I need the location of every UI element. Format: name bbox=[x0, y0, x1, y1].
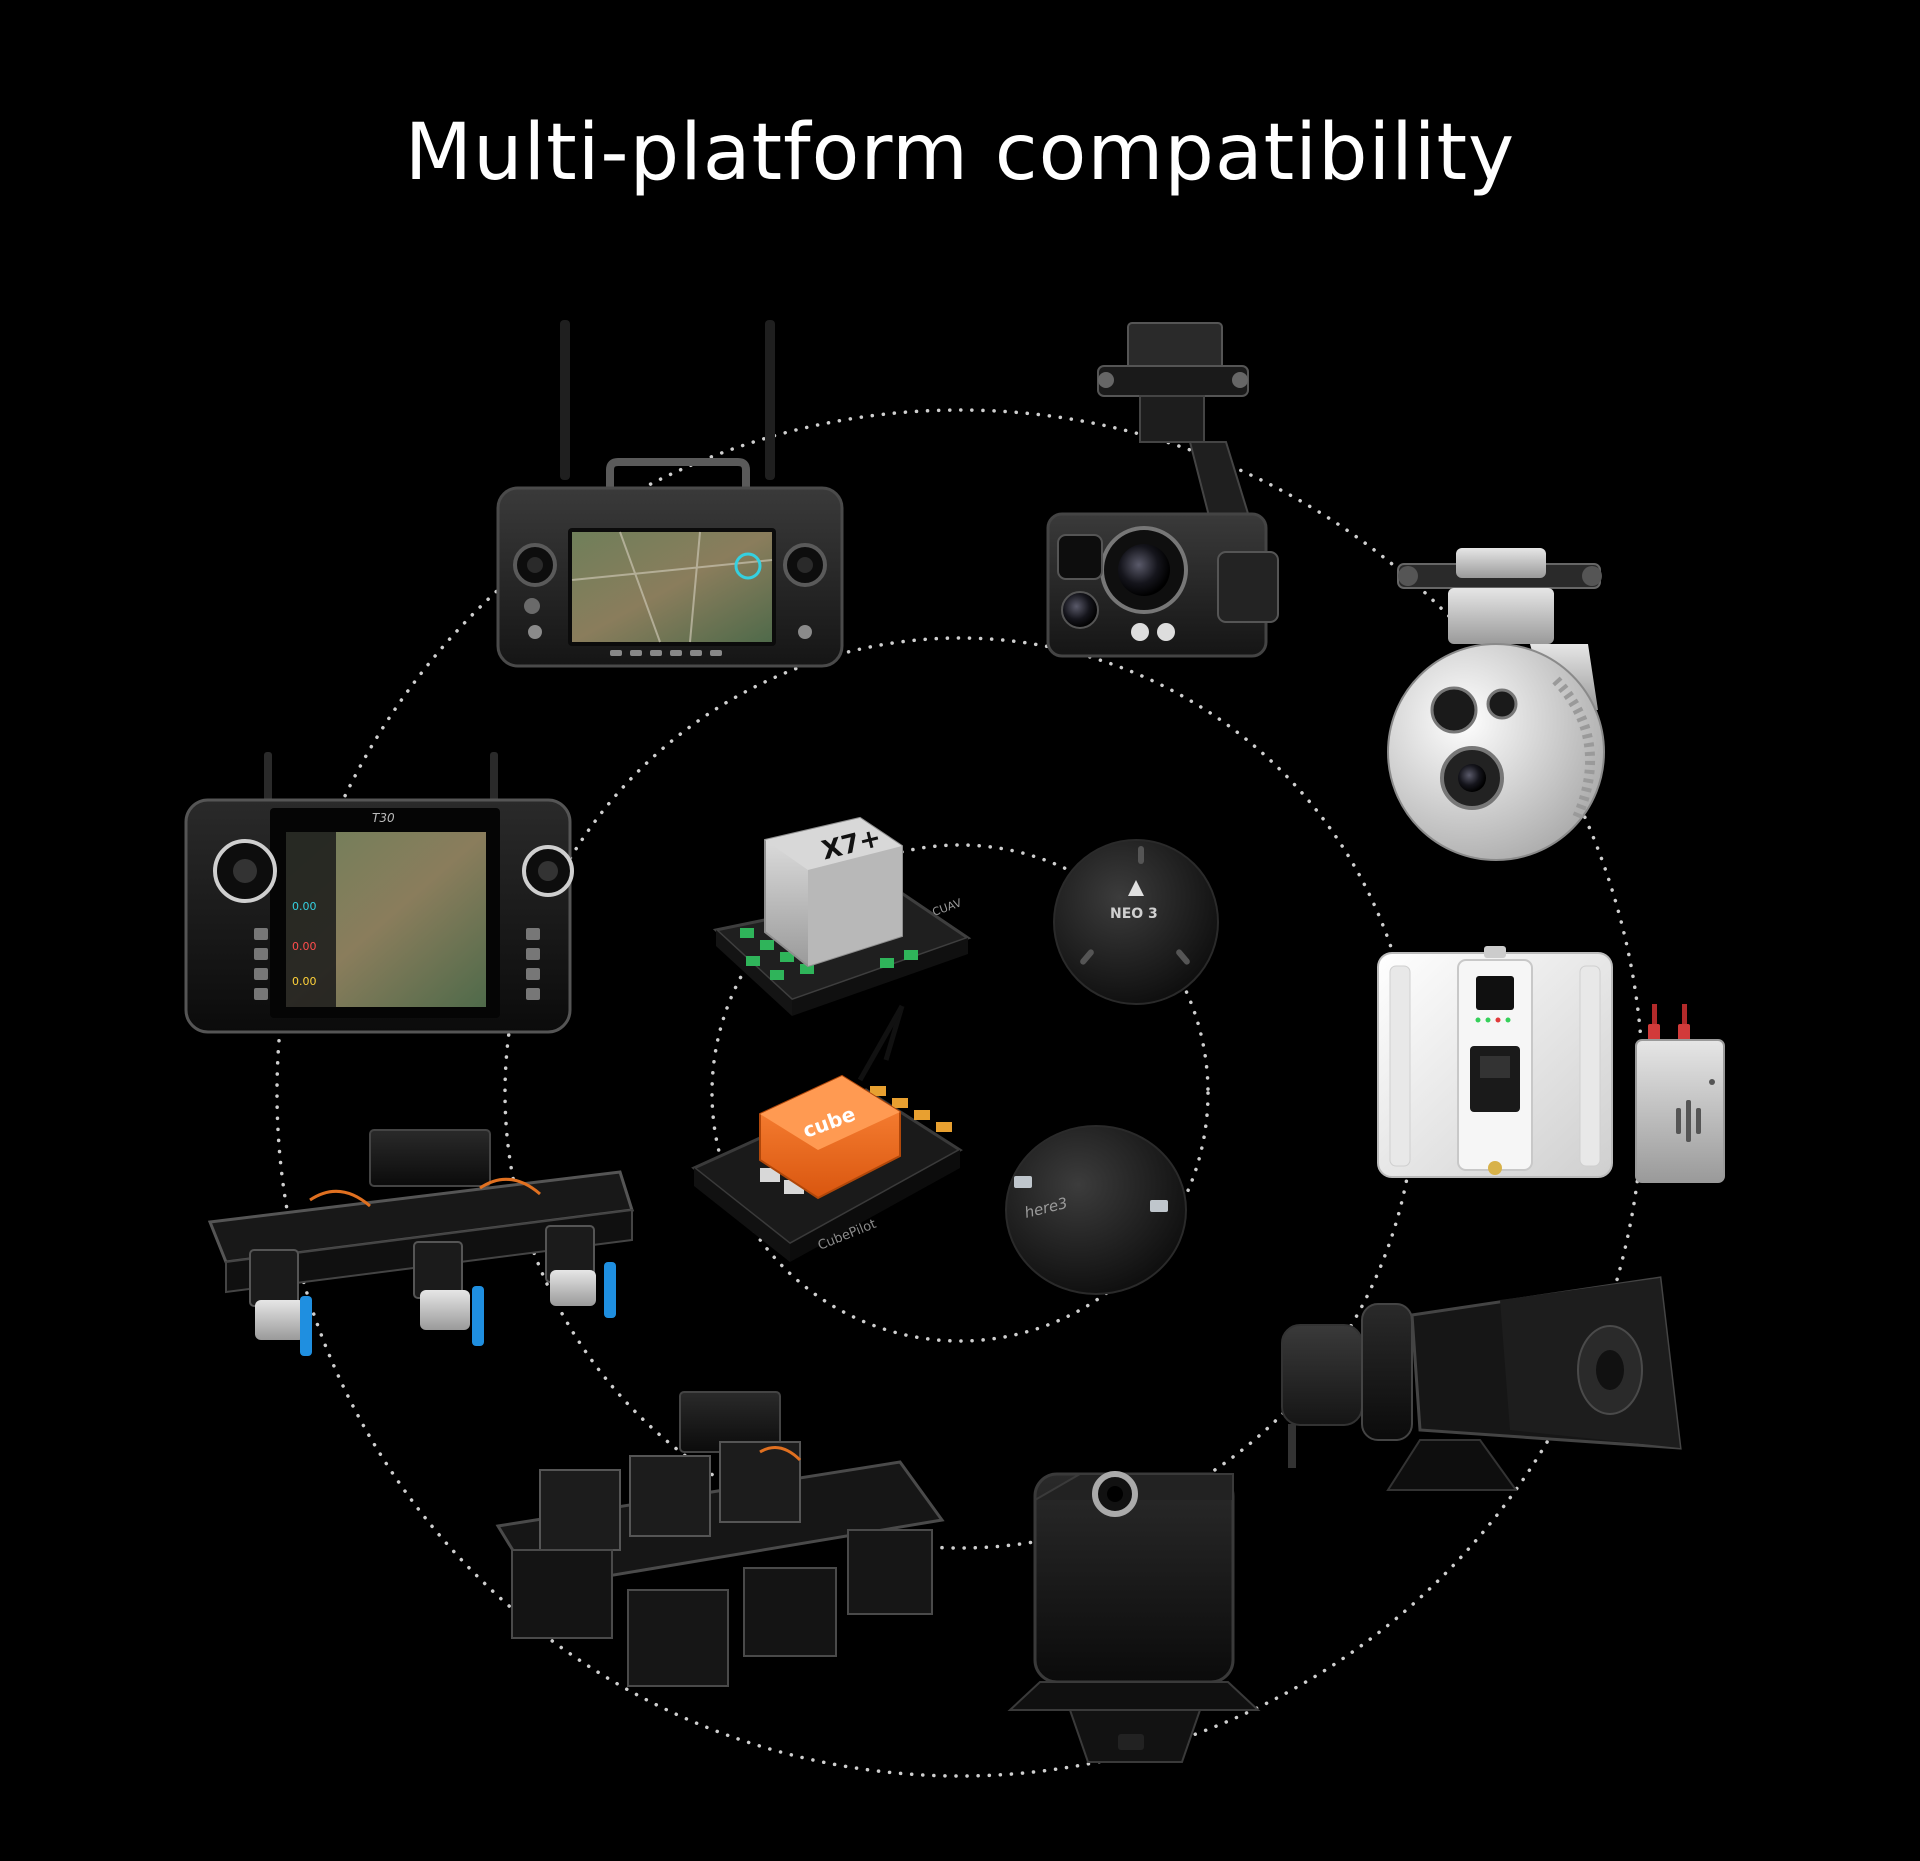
searchlight bbox=[1007, 1471, 1261, 1763]
gimbal-camera-icon bbox=[1046, 322, 1279, 658]
svg-text:0.00: 0.00 bbox=[292, 975, 317, 988]
svg-text:0.00: 0.00 bbox=[292, 900, 317, 913]
cuav-brand-label: CUAV bbox=[931, 896, 964, 919]
gps-module-icon: NEO 3 bbox=[1053, 839, 1219, 1005]
gimbal-camera-icon bbox=[1387, 548, 1605, 861]
x7-flight-controller: X7+ CUAV bbox=[712, 816, 972, 1016]
here3-gps: here3 bbox=[1005, 1125, 1187, 1295]
svg-text:0.00: 0.00 bbox=[292, 940, 317, 953]
searchlight-icon bbox=[1007, 1471, 1261, 1763]
video-transmitter bbox=[1377, 946, 1613, 1178]
gps-module-icon: here3 bbox=[1005, 1125, 1187, 1295]
t30-remote: 0.00 0.00 0.00 T30 bbox=[184, 752, 574, 1034]
loudspeaker bbox=[1281, 1276, 1682, 1491]
loudspeaker-icon bbox=[1281, 1276, 1682, 1491]
pod-gimbal-camera bbox=[1387, 548, 1605, 861]
neo3-gps: NEO 3 bbox=[1053, 839, 1219, 1005]
zoom-gimbal-camera bbox=[1046, 322, 1279, 658]
remote-controller-icon: 0.00 0.00 0.00 T30 bbox=[184, 752, 574, 1034]
flight-controller-icon: cube CubePilot bbox=[691, 1004, 963, 1262]
middle-ring bbox=[503, 636, 1417, 1550]
flight-controller-icon: X7+ CUAV bbox=[712, 816, 972, 1016]
handheld-remote bbox=[496, 320, 844, 668]
neo3-label: NEO 3 bbox=[1110, 906, 1158, 922]
dropper-icon bbox=[495, 1391, 945, 1687]
remote-controller-icon bbox=[496, 320, 844, 668]
inner-ring bbox=[710, 843, 1210, 1343]
multi-dropper bbox=[495, 1391, 945, 1687]
servo-release bbox=[207, 1129, 634, 1356]
data-link-module bbox=[1635, 1004, 1725, 1183]
t30-label: T30 bbox=[372, 811, 395, 825]
servo-release-icon bbox=[207, 1129, 634, 1356]
page-title: Multi-platform compatibility bbox=[404, 108, 1516, 198]
cube-flight-controller: cube CubePilot bbox=[691, 1004, 963, 1262]
radio-transmitter-icon bbox=[1377, 946, 1613, 1178]
radio-module-icon bbox=[1635, 1004, 1725, 1183]
